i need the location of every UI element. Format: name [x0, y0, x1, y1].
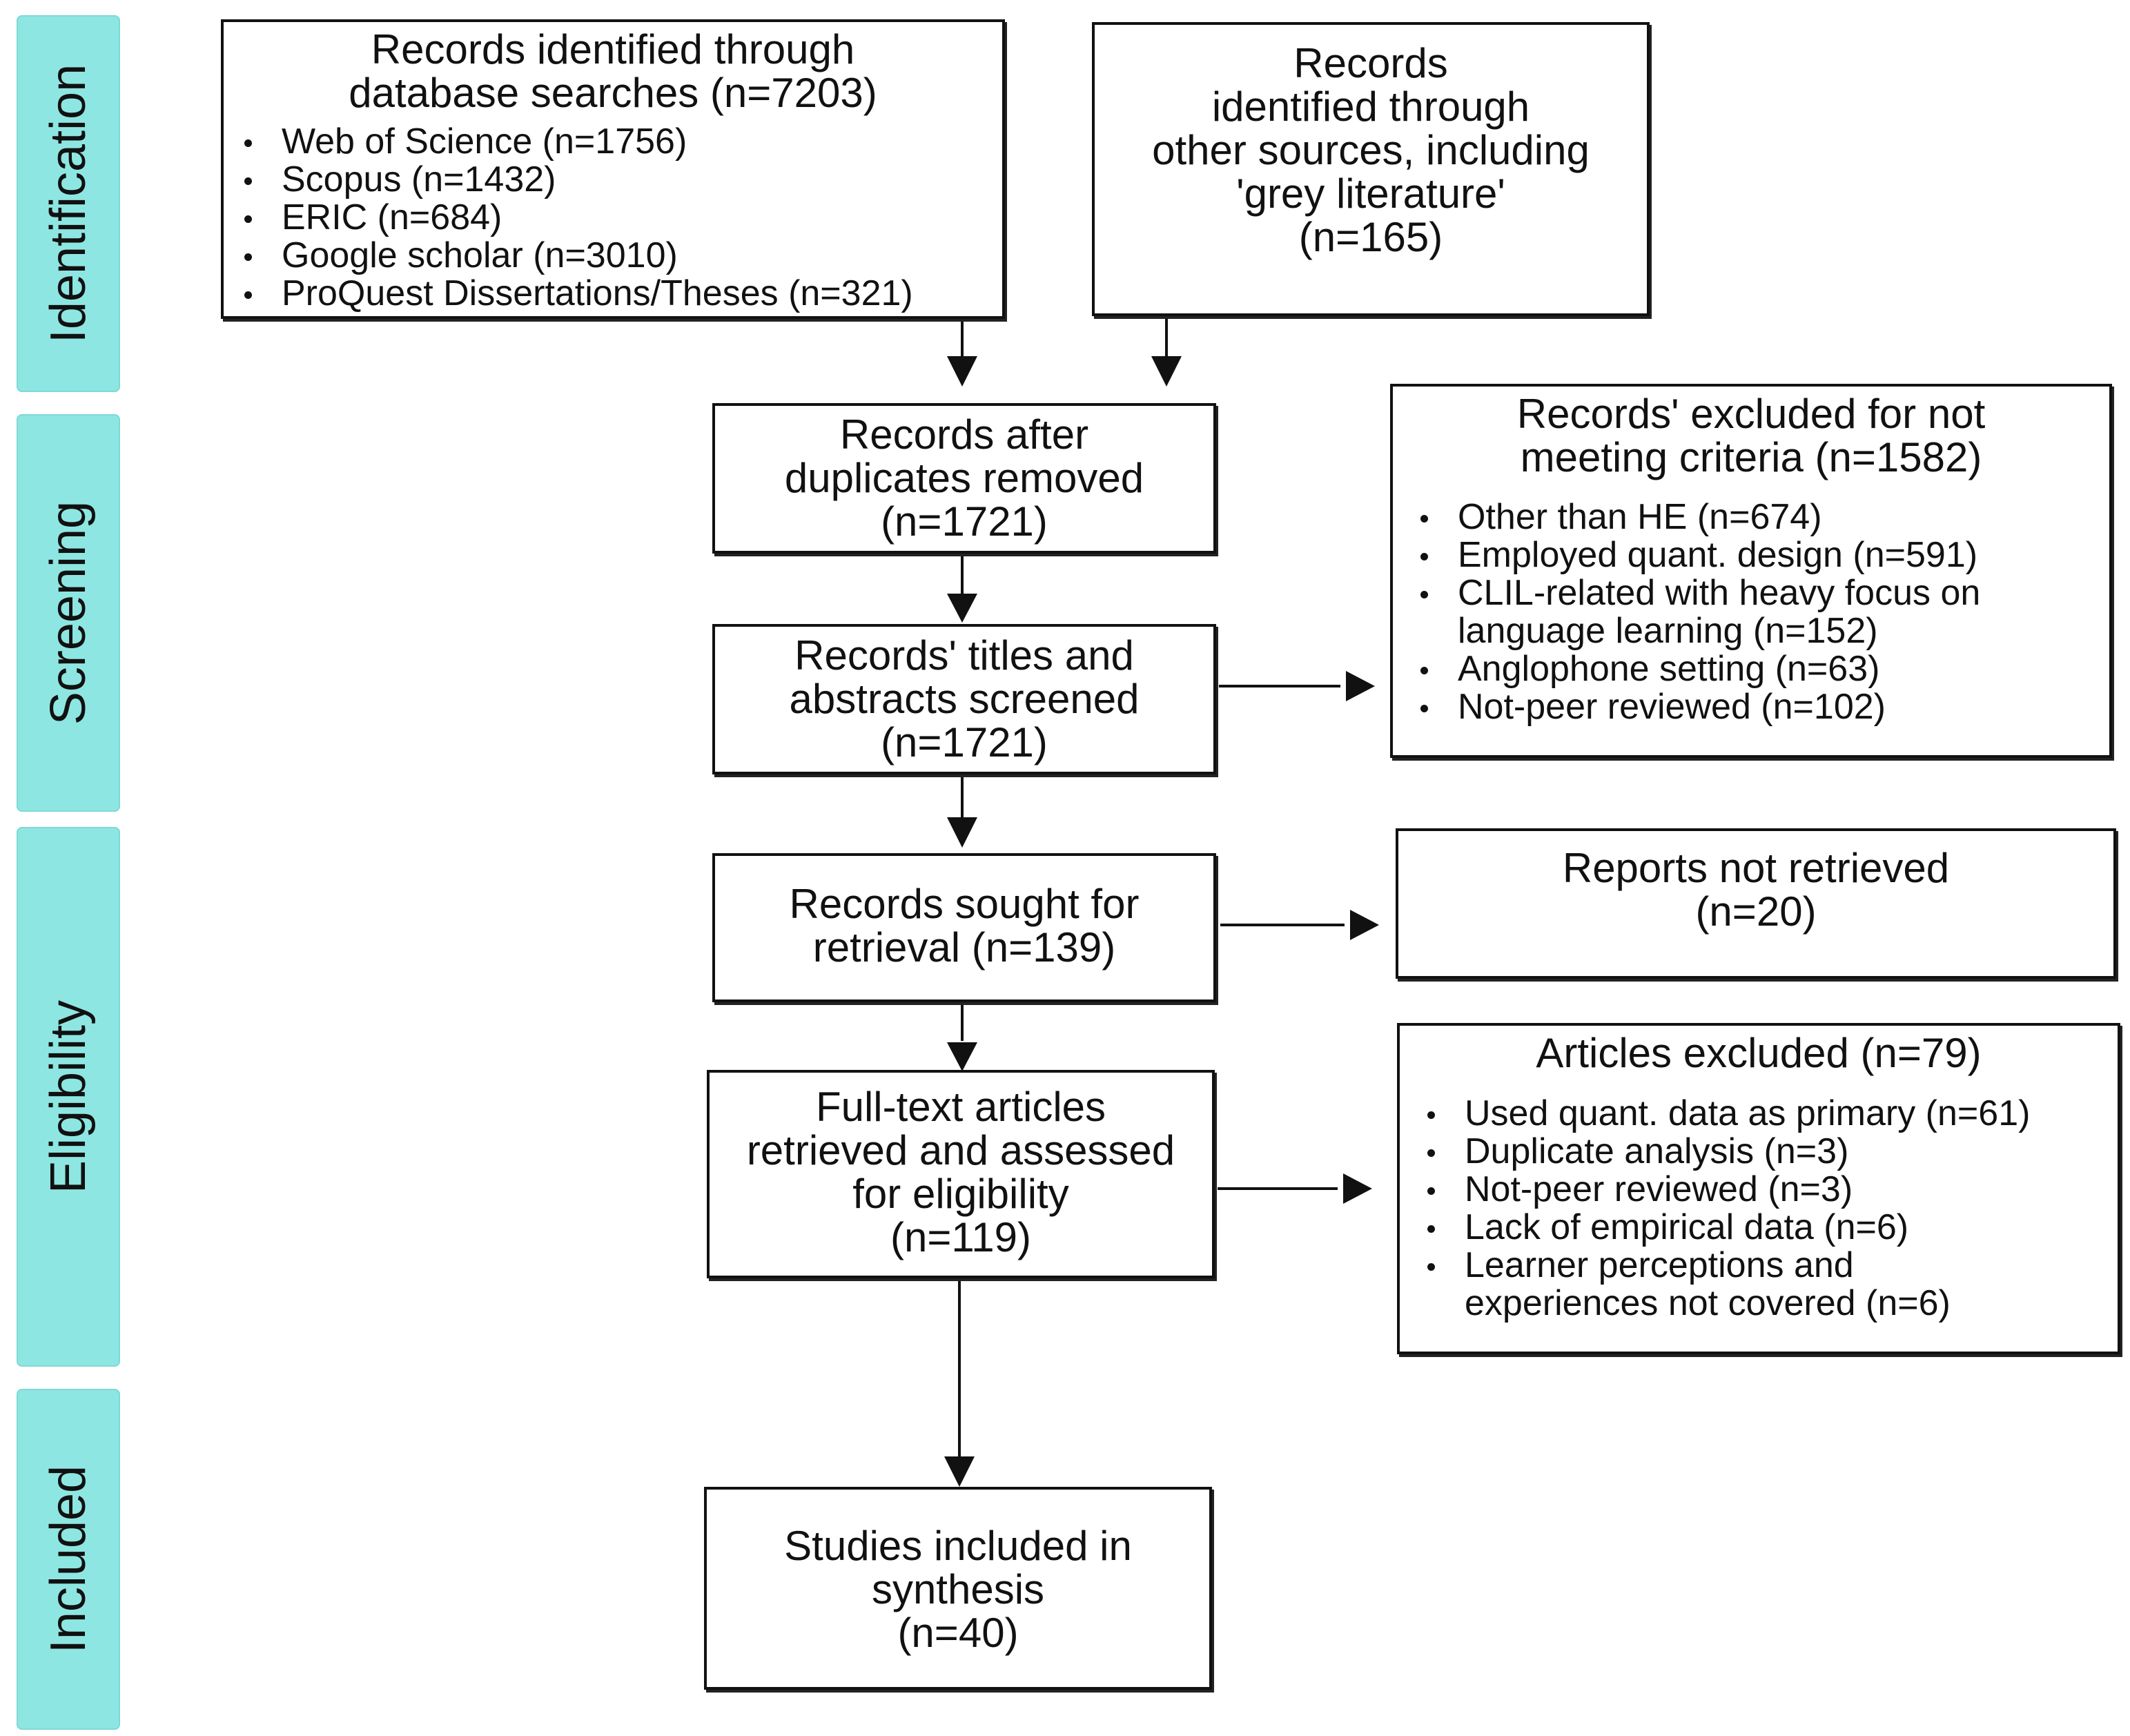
list-item: Scopus (n=1432) [244, 161, 913, 199]
list-item: Not-peer reviewed (n=102) [1420, 688, 1980, 726]
database-search-list: Web of Science (n=1756) Scopus (n=1432) … [231, 123, 913, 313]
arrowhead-other-to-duplicates [1151, 356, 1182, 387]
list-item: Web of Science (n=1756) [244, 123, 913, 161]
list-item: Not-peer reviewed (n=3) [1427, 1171, 2030, 1209]
sought-retrieval-box: Records sought for retrieval (n=139) [712, 853, 1216, 1002]
list-item: ERIC (n=684) [244, 199, 913, 237]
stage-identification: Identification [17, 15, 120, 392]
not-retrieved-title: Reports not retrieved (n=20) [1562, 845, 1950, 935]
excluded-criteria-box: Records' excluded for not meeting criter… [1390, 384, 2112, 758]
titles-screened-box: Records' titles and abstracts screened (… [712, 624, 1216, 774]
arrowhead-database-to-duplicates [947, 356, 977, 387]
arrowhead-fulltext-to-included [944, 1456, 975, 1487]
list-item: Google scholar (n=3010) [244, 237, 913, 275]
sought-retrieval-title: Records sought for retrieval (n=139) [789, 881, 1140, 971]
duplicates-removed-box: Records after duplicates removed (n=1721… [712, 403, 1216, 554]
titles-screened-title: Records' titles and abstracts screened (… [789, 632, 1140, 765]
studies-included-box: Studies included in synthesis (n=40) [704, 1487, 1212, 1690]
duplicates-removed-title: Records after duplicates removed (n=1721… [784, 411, 1144, 545]
other-sources-title: Records identified through other sources… [1152, 40, 1590, 260]
excluded-criteria-list: Other than HE (n=674) Employed quant. de… [1407, 498, 1980, 726]
stage-eligibility: Eligibility [17, 827, 120, 1367]
list-item: Employed quant. design (n=591) [1420, 536, 1980, 574]
arrowhead-titles-to-sought [947, 817, 977, 848]
stage-included: Included [17, 1389, 120, 1730]
stage-screening: Screening [17, 414, 120, 812]
other-sources-box: Records identified through other sources… [1092, 22, 1650, 316]
list-item-continuation: experiences not covered (n=6) [1465, 1283, 1951, 1323]
list-item: Anglophone setting (n=63) [1420, 650, 1980, 688]
arrowhead-fulltext-to-articles-excluded [1343, 1173, 1372, 1204]
list-item: Used quant. data as primary (n=61) [1427, 1093, 2031, 1133]
full-text-assessed-box: Full-text articles retrieved and assesse… [707, 1070, 1215, 1278]
list-item: ProQuest Dissertations/Theses (n=321) [244, 273, 913, 313]
articles-excluded-box: Articles excluded (n=79) Used quant. dat… [1397, 1023, 2120, 1354]
list-item: Duplicate analysis (n=3) [1427, 1133, 2030, 1171]
database-search-box: Records identified through database sear… [221, 19, 1005, 319]
database-search-title: Records identified through database sear… [349, 26, 877, 116]
arrowhead-sought-to-fulltext [947, 1042, 977, 1071]
list-item: Learner perceptions and [1427, 1247, 2030, 1285]
excluded-criteria-title: Records' excluded for not meeting criter… [1516, 391, 1986, 480]
arrowhead-duplicates-to-titles [947, 594, 977, 623]
list-item-continuation: language learning (n=152) [1458, 611, 1878, 651]
list-item: Lack of empirical data (n=6) [1427, 1209, 2030, 1247]
list-item: Other than HE (n=674) [1420, 498, 1980, 536]
arrowhead-sought-to-not-retrieved [1350, 910, 1379, 940]
full-text-assessed-title: Full-text articles retrieved and assesse… [746, 1084, 1175, 1260]
not-retrieved-box: Reports not retrieved (n=20) [1396, 828, 2116, 979]
articles-excluded-title: Articles excluded (n=79) [1536, 1030, 1982, 1076]
list-item: CLIL-related with heavy focus on [1420, 573, 1981, 613]
articles-excluded-list: Used quant. data as primary (n=61) Dupli… [1414, 1095, 2030, 1323]
arrowhead-titles-to-excluded [1346, 671, 1375, 701]
studies-included-title: Studies included in synthesis (n=40) [784, 1523, 1132, 1656]
